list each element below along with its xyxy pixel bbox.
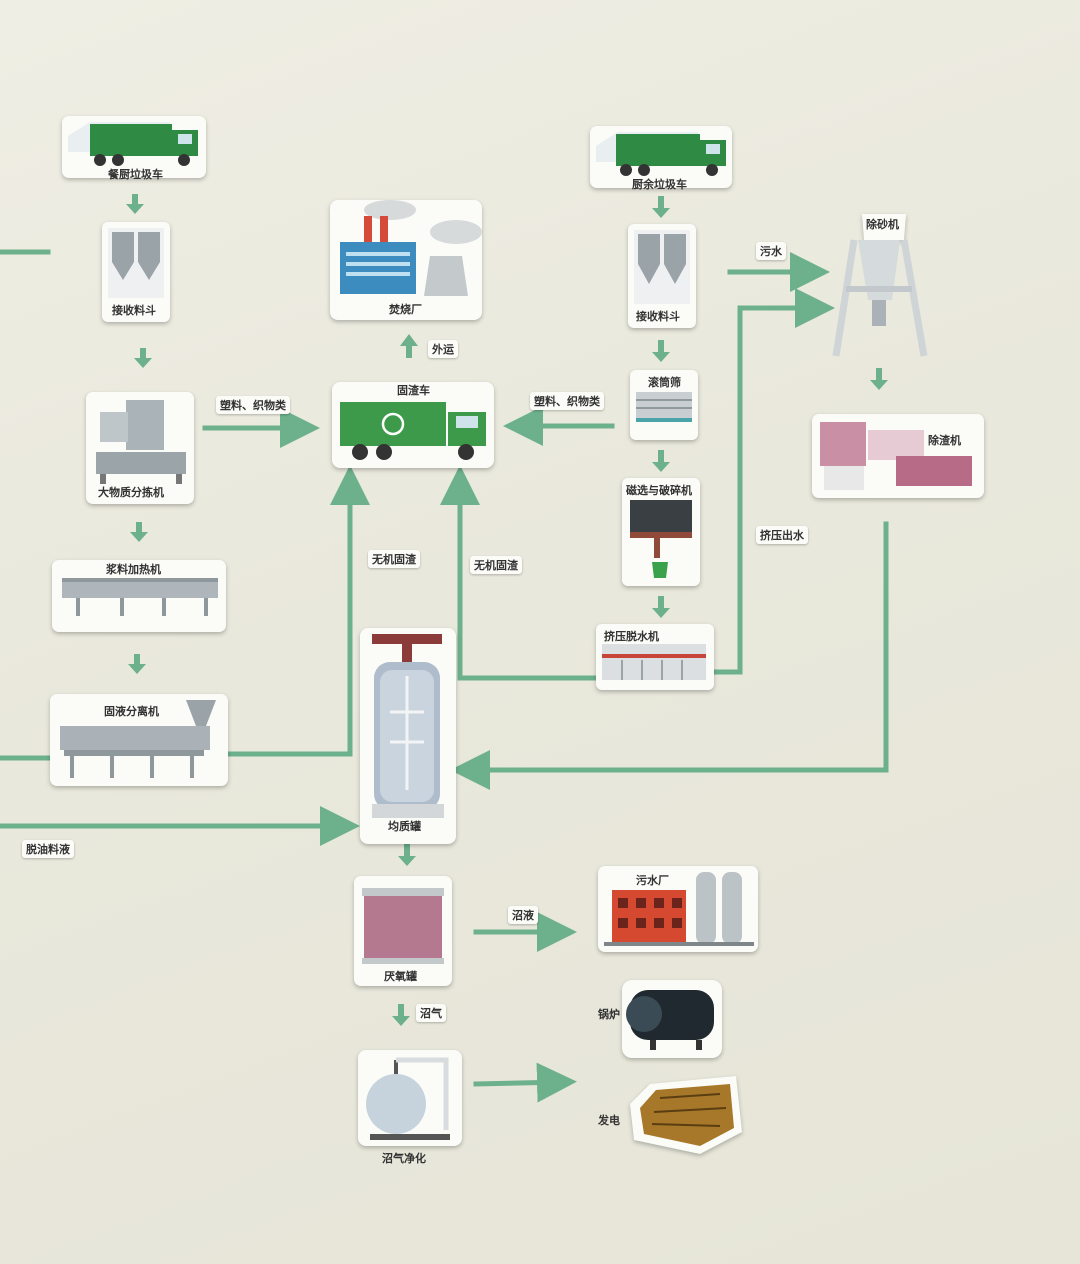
homogenizer-tank <box>360 628 456 844</box>
label-residue-truck: 固渣车 <box>397 384 430 397</box>
label-kitchen-hopper: 接收料斗 <box>112 304 156 317</box>
down-arrow <box>128 654 146 674</box>
flow-label-outbound: 外运 <box>428 340 458 358</box>
label-homogenizer: 均质罐 <box>388 820 421 833</box>
label-generator: 发电 <box>598 1114 620 1127</box>
label-sorter: 大物质分拣机 <box>98 486 164 499</box>
down-arrow <box>126 194 144 214</box>
down-arrow <box>870 368 888 390</box>
label-desander: 除砂机 <box>866 218 899 231</box>
label-press: 挤压脱水机 <box>604 630 659 643</box>
down-arrow <box>652 596 670 618</box>
label-sewage-plant: 污水厂 <box>636 874 669 887</box>
flow-label-inorganic-left: 无机固渣 <box>368 550 420 568</box>
boiler <box>622 980 722 1058</box>
label-anaerobic: 厌氧罐 <box>384 970 417 983</box>
label-magnetic-crusher: 磁选与破碎机 <box>626 484 692 497</box>
down-arrow <box>398 844 416 866</box>
connector-deslagger-to-homogenizer <box>450 521 889 790</box>
flow-label-biogas-slurry: 沼液 <box>508 906 538 924</box>
label-heater: 浆料加热机 <box>106 563 161 576</box>
desander <box>832 214 928 357</box>
flow-label-wastewater: 污水 <box>756 242 786 260</box>
anaerobic-tank <box>354 876 452 986</box>
drum-screen <box>630 370 698 440</box>
flow-label-inorganic-right: 无机固渣 <box>470 556 522 574</box>
label-boiler: 锅炉 <box>598 1008 620 1021</box>
down-arrow <box>652 340 670 362</box>
sewage-treatment-plant <box>598 866 758 952</box>
slurry-heater <box>52 560 226 632</box>
biogas-purifier <box>358 1050 462 1146</box>
label-incinerator: 焚烧厂 <box>389 303 422 316</box>
up-arrow <box>400 334 418 358</box>
label-leftover-hopper: 接收料斗 <box>636 310 680 323</box>
label-deslagger: 除渣机 <box>928 434 961 447</box>
generator <box>630 1076 742 1154</box>
leftover-waste-truck <box>590 126 732 188</box>
flow-label-biogas: 沼气 <box>416 1004 446 1022</box>
connector-press-to-truck <box>440 465 601 681</box>
down-arrow <box>130 522 148 542</box>
screw-press-dewaterer <box>596 624 714 690</box>
down-arrow <box>652 196 670 218</box>
kitchen-waste-truck <box>62 116 206 178</box>
flow-label-squeezed-water: 挤压出水 <box>756 526 808 544</box>
flow-label-plastics-left: 塑料、织物类 <box>216 396 290 414</box>
kitchen-receiving-hopper <box>102 222 170 322</box>
label-kitchen-truck: 餐厨垃圾车 <box>108 168 163 181</box>
down-arrow <box>652 450 670 472</box>
label-separator: 固液分离机 <box>104 705 159 718</box>
connector-separator-to-truck <box>223 465 370 757</box>
magnetic-separator-crusher <box>622 478 700 586</box>
deslagger <box>812 414 984 498</box>
connector-purifier-to-generator <box>473 1062 577 1103</box>
label-drum-screen: 滚筒筛 <box>648 376 681 389</box>
label-purifier: 沼气净化 <box>382 1152 426 1165</box>
flow-label-deoiled-liquid: 脱油料液 <box>22 840 74 858</box>
down-arrow <box>392 1004 410 1026</box>
leftover-receiving-hopper <box>628 224 696 328</box>
solid-liquid-separator <box>50 694 228 786</box>
big-object-sorter <box>86 392 194 504</box>
residue-truck <box>332 382 494 468</box>
connector-squeezed-water <box>709 288 835 675</box>
label-leftover-truck: 厨余垃圾车 <box>632 178 687 191</box>
down-arrow <box>134 348 152 368</box>
incineration-plant <box>330 200 482 320</box>
flow-label-plastics-right: 塑料、织物类 <box>530 392 604 410</box>
